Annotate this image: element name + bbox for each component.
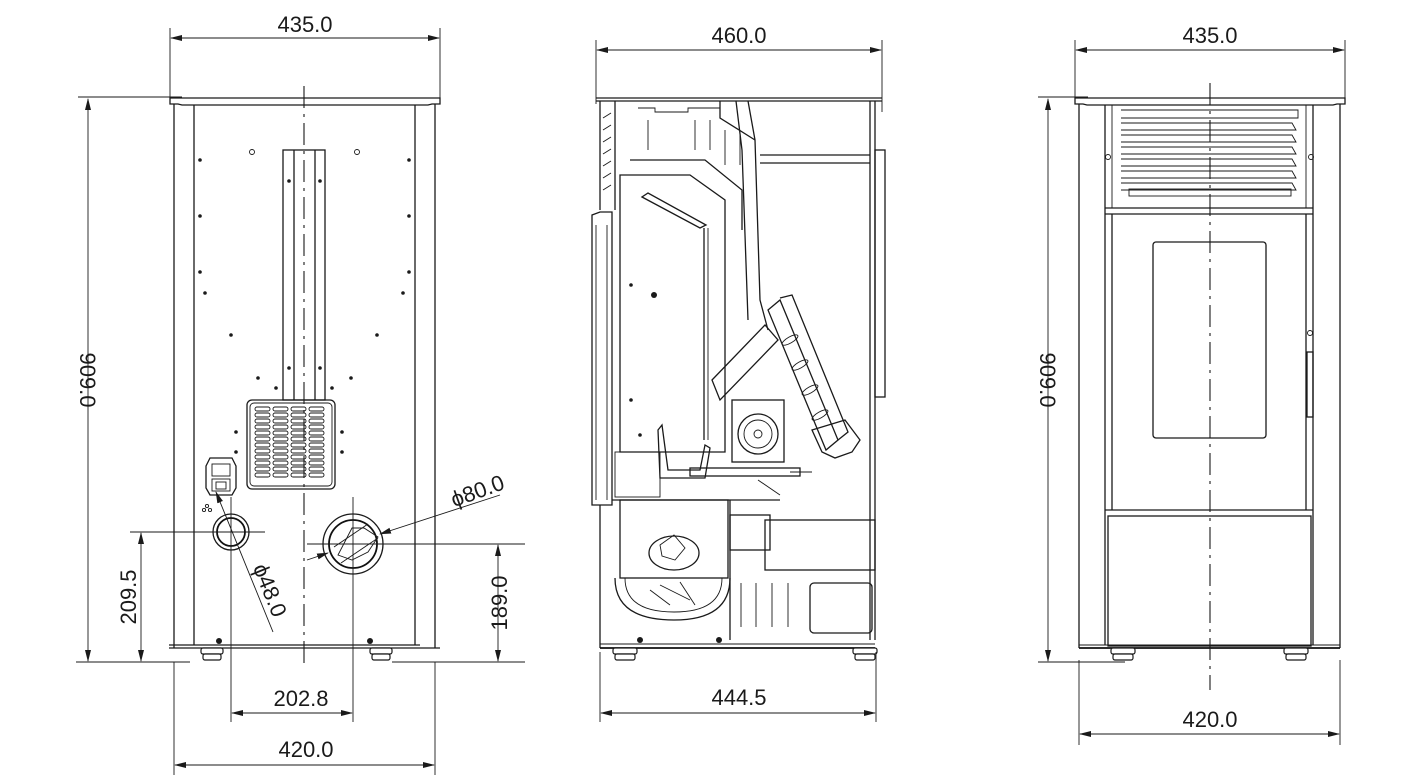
dim-rear-base-width: 420.0: [278, 737, 333, 762]
dim-front-top-width: 435.0: [1182, 23, 1237, 48]
dim-outlet-spacing: 202.8: [273, 686, 328, 711]
rear-view: 435.0 909.0 209.5 189.0 202.8 420.0 ϕ48.…: [75, 12, 525, 775]
dim-left-outlet-diameter: ϕ48.0: [248, 560, 292, 620]
dim-front-base-width: 420.0: [1182, 707, 1237, 732]
dim-right-outlet-height: 189.0: [487, 575, 512, 630]
power-socket-icon: [201, 457, 237, 513]
front-view: 435.0 909.0 420.0: [1035, 23, 1346, 745]
rear-grille-slots: [254, 406, 325, 478]
dim-left-outlet-height: 209.5: [116, 569, 141, 624]
dim-side-base-depth: 444.5: [711, 685, 766, 710]
dim-rear-height: 909.0: [75, 352, 100, 407]
front-grille-louvers: [1121, 109, 1299, 197]
dim-rear-top-width: 435.0: [277, 12, 332, 37]
side-section-view: 460.0 444.5: [591, 23, 886, 722]
dim-front-height: 909.0: [1035, 352, 1060, 407]
dim-right-outlet-diameter: ϕ80.0: [447, 470, 507, 512]
dim-side-top-depth: 460.0: [711, 23, 766, 48]
